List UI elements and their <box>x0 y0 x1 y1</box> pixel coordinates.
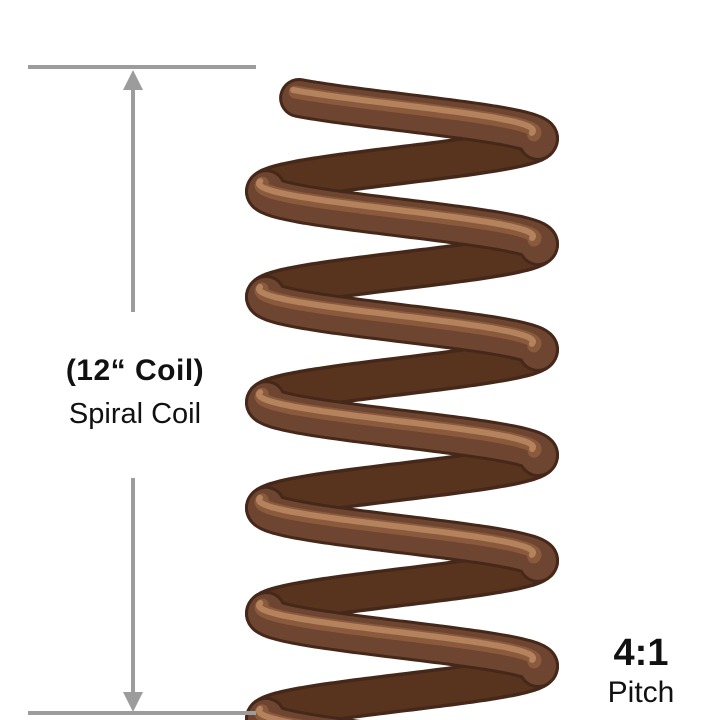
dimension-line-top <box>28 65 256 69</box>
coil-type-label: Spiral Coil <box>68 397 202 430</box>
dimension-line-upper-segment <box>131 88 135 312</box>
dimension-line-lower-segment <box>131 478 135 694</box>
dimension-line-bottom <box>28 711 256 715</box>
coil-size-label: (12“ Coil) <box>65 354 205 387</box>
pitch-annotation: 4:1 Pitch <box>586 632 696 710</box>
dimension-arrowhead-up <box>123 70 143 90</box>
pitch-ratio-value: 4:1 <box>613 631 669 674</box>
pitch-label: Pitch <box>607 675 675 709</box>
dimension-label-block: (12“ Coil) Spiral Coil <box>8 352 262 432</box>
dimension-arrowhead-down <box>123 692 143 712</box>
